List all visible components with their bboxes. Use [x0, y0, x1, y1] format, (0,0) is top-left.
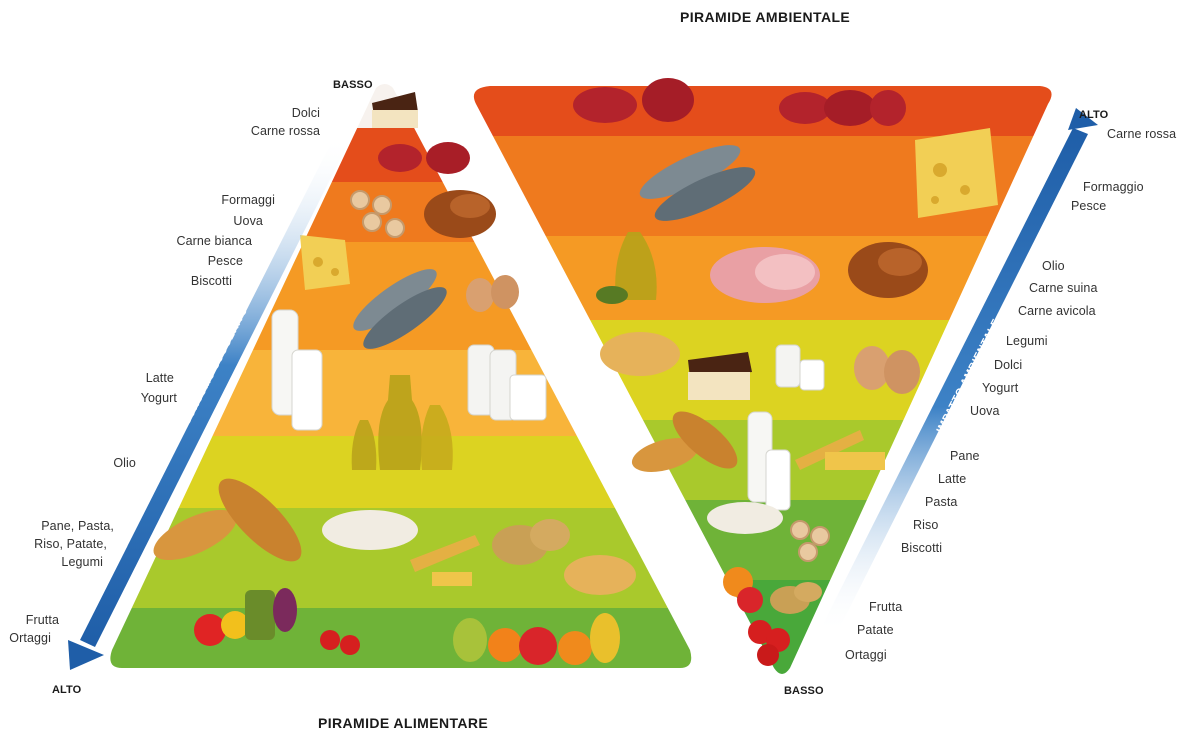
- left-label-carne-bianca: Carne bianca: [176, 234, 252, 249]
- right-label-frutta: Frutta: [869, 600, 902, 615]
- chickpeas-icon: [564, 555, 636, 595]
- right-label-patate: Patate: [857, 623, 894, 638]
- right-label-pasta: Pasta: [925, 495, 957, 510]
- rice-icon: [322, 510, 418, 550]
- right-label-latte: Latte: [938, 472, 966, 487]
- left-top-label: BASSO: [333, 78, 373, 93]
- right-label-carne-rossa: Carne rossa: [1107, 127, 1176, 142]
- cheese-icon: [300, 235, 350, 290]
- right-label-carne-suina: Carne suina: [1029, 281, 1098, 296]
- chicken-right-icon: [848, 242, 928, 298]
- left-label-yogurt: Yogurt: [141, 391, 177, 406]
- pork-icon: [710, 247, 820, 303]
- right-top-label: ALTO: [1079, 108, 1108, 123]
- left-label-ortaggi: Ortaggi: [9, 631, 51, 646]
- left-label-pesce: Pesce: [208, 254, 243, 269]
- left-label-riso-patate: Riso, Patate,: [34, 537, 107, 552]
- left-label-dolci: Dolci: [292, 106, 320, 121]
- chicken-icon: [424, 190, 496, 238]
- left-label-pane-pasta: Pane, Pasta,: [41, 519, 114, 534]
- left-label-legumi: Legumi: [61, 555, 103, 570]
- bottom-title: PIRAMIDE ALIMENTARE: [318, 716, 488, 731]
- left-label-formaggi: Formaggi: [221, 193, 275, 208]
- right-label-yogurt: Yogurt: [982, 381, 1018, 396]
- right-label-uova: Uova: [970, 404, 1000, 419]
- left-bottom-label: ALTO: [52, 683, 81, 698]
- right-label-riso: Riso: [913, 518, 938, 533]
- right-label-pane: Pane: [950, 449, 980, 464]
- right-label-olio: Olio: [1042, 259, 1065, 274]
- right-bottom-label: BASSO: [784, 684, 824, 699]
- chickpeas-right-icon: [600, 332, 680, 376]
- right-label-legumi: Legumi: [1006, 334, 1048, 349]
- right-label-biscotti: Biscotti: [901, 541, 942, 556]
- left-label-biscotti: Biscotti: [191, 274, 232, 289]
- left-label-uova: Uova: [233, 214, 263, 229]
- cake-right-icon: [688, 352, 752, 400]
- left-label-frutta: Frutta: [26, 613, 59, 628]
- top-title: PIRAMIDE AMBIENTALE: [680, 10, 850, 25]
- left-label-carne-rossa: Carne rossa: [251, 124, 320, 139]
- right-label-carne-avicola: Carne avicola: [1018, 304, 1096, 319]
- cheese-right-icon: [915, 128, 998, 218]
- left-label-olio: Olio: [113, 456, 136, 471]
- rice-right-icon: [707, 502, 783, 534]
- left-label-latte: Latte: [146, 371, 174, 386]
- right-label-dolci: Dolci: [994, 358, 1022, 373]
- right-label-ortaggi: Ortaggi: [845, 648, 887, 663]
- right-label-pesce: Pesce: [1071, 199, 1106, 214]
- right-label-formaggio: Formaggio: [1083, 180, 1144, 195]
